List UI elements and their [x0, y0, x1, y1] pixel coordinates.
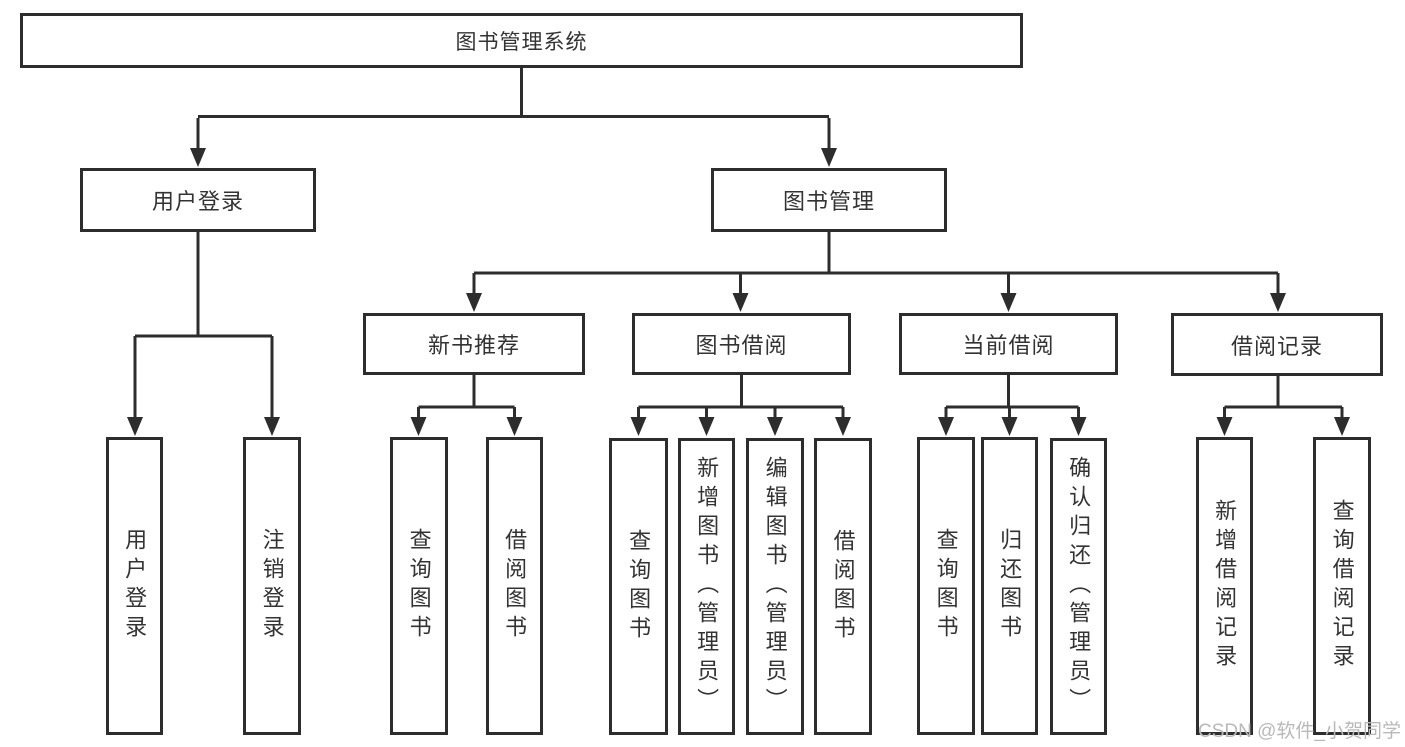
leaf-query-book-3: 查询图书 — [917, 437, 975, 735]
node-label: 图书管理 — [782, 189, 875, 214]
leaf-add-book-admin: 新增图书（管理员） — [678, 438, 735, 735]
node-label: 注销登录 — [259, 528, 285, 644]
node-label: 用户登录 — [122, 528, 148, 644]
node-label: 图书管理系统 — [455, 30, 588, 54]
leaf-borrow-book-1: 借阅图书 — [486, 437, 543, 735]
leaf-logout: 注销登录 — [243, 437, 301, 735]
node-label: 新增图书（管理员） — [694, 456, 720, 717]
node-label: 归还图书 — [997, 528, 1023, 644]
node-label: 借阅记录 — [1230, 333, 1323, 359]
node-label: 查询图书 — [626, 528, 652, 645]
node-label: 编辑图书（管理员） — [762, 456, 788, 717]
leaf-query-book-2: 查询图书 — [609, 438, 668, 735]
node-book-management: 图书管理 — [711, 168, 947, 232]
leaf-return-book: 归还图书 — [981, 437, 1038, 735]
leaf-edit-book-admin: 编辑图书（管理员） — [746, 438, 804, 735]
node-library-management-system: 图书管理系统 — [20, 13, 1023, 68]
node-label: 查询图书 — [406, 528, 432, 644]
leaf-user-login: 用户登录 — [106, 437, 163, 735]
node-label: 用户登录 — [151, 189, 244, 214]
node-borrow-records: 借阅记录 — [1171, 313, 1383, 376]
leaf-borrow-book-2: 借阅图书 — [814, 438, 872, 735]
node-new-book-recommend: 新书推荐 — [363, 313, 585, 375]
node-label: 新增借阅记录 — [1212, 499, 1238, 673]
node-label: 图书借阅 — [695, 333, 788, 358]
leaf-query-book-1: 查询图书 — [390, 437, 448, 735]
leaf-add-borrow-record: 新增借阅记录 — [1196, 437, 1253, 735]
node-label: 新书推荐 — [427, 333, 520, 358]
node-label: 确认归还（管理员） — [1066, 456, 1092, 717]
node-label: 查询图书 — [933, 528, 959, 644]
node-user-login: 用户登录 — [80, 168, 316, 232]
node-label: 借阅图书 — [830, 528, 856, 645]
arrowhead-icons — [127, 148, 1350, 436]
node-label: 查询借阅记录 — [1329, 499, 1355, 673]
leaf-confirm-return-admin: 确认归还（管理员） — [1050, 438, 1107, 735]
node-label: 当前借阅 — [962, 333, 1055, 358]
node-label: 借阅图书 — [502, 528, 528, 644]
csdn-watermark: CSDN @软件_小贺同学 — [1198, 721, 1401, 742]
node-current-borrow: 当前借阅 — [899, 313, 1118, 375]
leaf-query-borrow-record: 查询借阅记录 — [1313, 437, 1371, 735]
node-book-borrow: 图书借阅 — [632, 313, 851, 375]
